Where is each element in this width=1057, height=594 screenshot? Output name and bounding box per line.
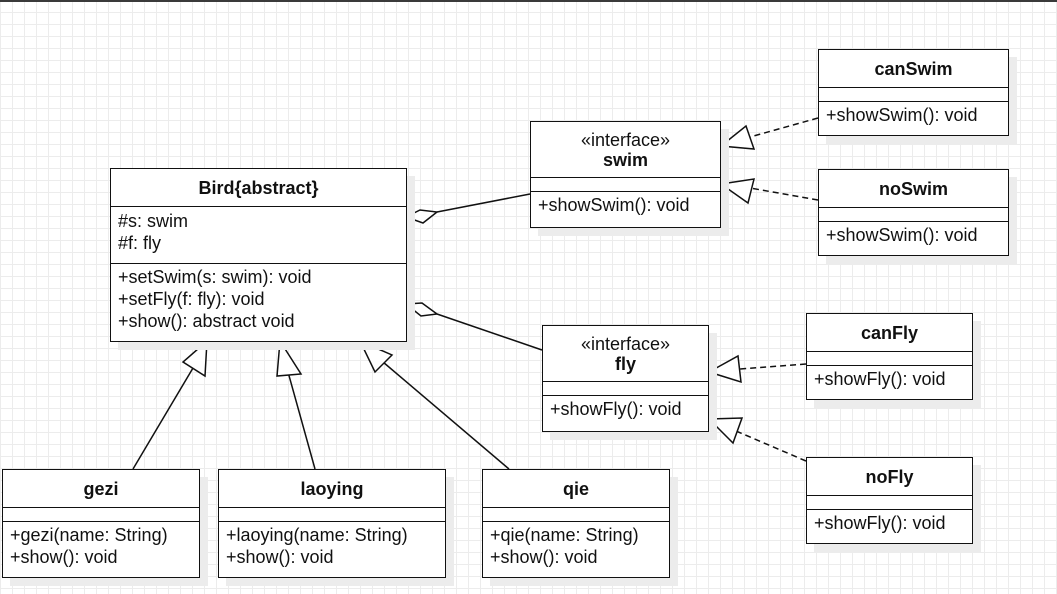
class-qie-attributes [483, 508, 669, 522]
class-canfly-operations: +showFly(): void [807, 366, 972, 392]
class-laoying-op-show: +show(): void [226, 547, 334, 567]
class-nofly-operations: +showFly(): void [807, 510, 972, 536]
class-bird-op-show: +show(): abstract void [118, 311, 295, 331]
realization-noswim-swim[interactable] [719, 178, 819, 205]
class-canfly-attributes [807, 352, 972, 366]
class-nofly-op-showfly: +showFly(): void [814, 513, 946, 533]
class-nofly-attributes [807, 496, 972, 510]
class-laoying[interactable]: laoying +laoying(name: String) +show(): … [218, 469, 446, 578]
class-bird-attributes: #s: swim #f: fly [111, 207, 406, 264]
class-swim-stereotype: «interface» [580, 129, 671, 150]
class-bird-header: Bird{abstract} [111, 169, 406, 207]
class-laoying-header: laoying [219, 470, 445, 508]
class-gezi-operations: +gezi(name: String) +show(): void [3, 522, 199, 570]
class-canswim-attributes [819, 88, 1008, 102]
aggregation-bird-swim[interactable] [404, 193, 531, 224]
class-canswim[interactable]: canSwim +showSwim(): void [818, 49, 1009, 136]
class-gezi-attributes [3, 508, 199, 522]
class-bird-op-setfly: +setFly(f: fly): void [118, 289, 265, 309]
class-qie[interactable]: qie +qie(name: String) +show(): void [482, 469, 670, 578]
class-bird-operations: +setSwim(s: swim): void +setFly(f: fly):… [111, 264, 406, 334]
class-fly-operations: +showFly(): void [543, 396, 708, 422]
class-laoying-op-constructor: +laoying(name: String) [226, 525, 408, 545]
class-swim-attributes [531, 178, 720, 192]
class-gezi-name: gezi [83, 478, 119, 499]
class-noswim-name: noSwim [878, 178, 948, 199]
realization-canfly-fly[interactable] [707, 354, 807, 384]
class-canswim-name: canSwim [874, 58, 953, 79]
generalization-qie-bird[interactable] [358, 339, 510, 470]
class-qie-operations: +qie(name: String) +show(): void [483, 522, 669, 570]
class-canswim-operations: +showSwim(): void [819, 102, 1008, 128]
class-fly-attributes [543, 382, 708, 396]
class-fly[interactable]: «interface» fly +showFly(): void [542, 325, 709, 432]
class-fly-op-showfly: +showFly(): void [550, 399, 682, 419]
class-fly-name: fly [614, 353, 636, 374]
class-fly-header: «interface» fly [543, 326, 708, 382]
class-nofly-name: noFly [865, 466, 914, 487]
canvas-top-border [0, 0, 1057, 2]
class-canfly-header: canFly [807, 314, 972, 352]
class-noswim-header: noSwim [819, 170, 1008, 208]
class-canswim-op-showswim: +showSwim(): void [826, 105, 978, 125]
class-canfly-op-showfly: +showFly(): void [814, 369, 946, 389]
class-nofly[interactable]: noFly +showFly(): void [806, 457, 973, 544]
class-gezi-op-constructor: +gezi(name: String) [10, 525, 168, 545]
class-swim-name: swim [602, 149, 649, 170]
class-gezi-op-show: +show(): void [10, 547, 118, 567]
class-swim-header: «interface» swim [531, 122, 720, 178]
realization-canswim-swim[interactable] [719, 117, 819, 150]
class-noswim-op-showswim: +showSwim(): void [826, 225, 978, 245]
class-bird-name: Bird{abstract} [198, 177, 319, 198]
class-laoying-operations: +laoying(name: String) +show(): void [219, 522, 445, 570]
class-noswim-attributes [819, 208, 1008, 222]
class-swim[interactable]: «interface» swim +showSwim(): void [530, 121, 721, 228]
class-qie-name: qie [562, 478, 589, 499]
aggregation-bird-fly[interactable] [404, 302, 543, 351]
realization-nofly-fly[interactable] [707, 417, 807, 462]
class-bird-attr-s: #s: swim [118, 211, 189, 231]
class-nofly-header: noFly [807, 458, 972, 496]
generalization-laoying-bird[interactable] [276, 338, 316, 470]
class-bird[interactable]: Bird{abstract} #s: swim #f: fly +setSwim… [110, 168, 407, 342]
class-qie-header: qie [483, 470, 669, 508]
class-laoying-attributes [219, 508, 445, 522]
class-swim-operations: +showSwim(): void [531, 192, 720, 218]
class-fly-stereotype: «interface» [580, 333, 671, 354]
class-qie-op-show: +show(): void [490, 547, 598, 567]
class-qie-op-constructor: +qie(name: String) [490, 525, 639, 545]
class-canfly[interactable]: canFly +showFly(): void [806, 313, 973, 400]
class-bird-op-setswim: +setSwim(s: swim): void [118, 267, 312, 287]
class-gezi-header: gezi [3, 470, 199, 508]
class-noswim[interactable]: noSwim +showSwim(): void [818, 169, 1009, 256]
class-canfly-name: canFly [860, 322, 919, 343]
generalization-gezi-bird[interactable] [132, 339, 208, 470]
class-noswim-operations: +showSwim(): void [819, 222, 1008, 248]
class-swim-op-showswim: +showSwim(): void [538, 195, 690, 215]
class-gezi[interactable]: gezi +gezi(name: String) +show(): void [2, 469, 200, 578]
class-laoying-name: laoying [300, 478, 364, 499]
class-bird-attr-f: #f: fly [118, 233, 162, 253]
class-canswim-header: canSwim [819, 50, 1008, 88]
